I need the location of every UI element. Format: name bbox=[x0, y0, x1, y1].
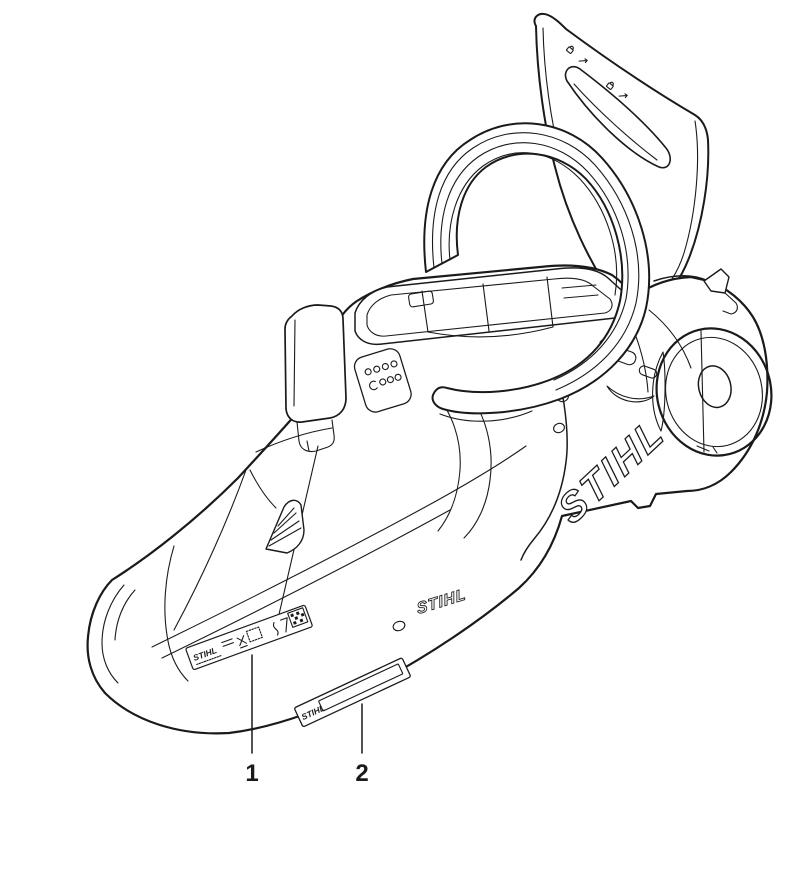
callout-2: 2 bbox=[355, 703, 369, 787]
callout-1: 1 bbox=[245, 654, 259, 787]
rear-handle bbox=[533, 12, 710, 306]
lock-icon bbox=[606, 81, 614, 90]
battery-compartment bbox=[354, 267, 634, 346]
check-button bbox=[369, 380, 378, 391]
weee-crossed-bin-icon bbox=[236, 635, 248, 649]
battery-latch-slot bbox=[408, 290, 434, 308]
rating-plate: STIHL bbox=[185, 604, 313, 670]
led-indicator bbox=[373, 365, 381, 373]
arrow-icon bbox=[618, 93, 628, 99]
information-label: STIHL bbox=[294, 657, 411, 727]
sprocket-cover bbox=[652, 327, 773, 457]
ce-mark-box bbox=[245, 626, 263, 643]
rear-handle-grip-slot bbox=[564, 65, 671, 169]
arrow-icon bbox=[578, 58, 588, 64]
front-handle-loop bbox=[423, 122, 650, 422]
led-indicator bbox=[364, 368, 372, 376]
led-indicator bbox=[381, 362, 389, 371]
callout-number-2: 2 bbox=[355, 760, 368, 787]
unlock-icon bbox=[566, 45, 574, 54]
qr-code bbox=[287, 607, 309, 628]
tensioner-hub bbox=[697, 365, 732, 409]
callout-number-1: 1 bbox=[245, 760, 258, 787]
rear-hand-guard-tip bbox=[703, 268, 730, 294]
front-hand-guard bbox=[284, 304, 347, 453]
led-indicator bbox=[390, 360, 398, 368]
chainsaw-body: STIHL STIHL bbox=[86, 264, 773, 735]
battery-level-panel bbox=[353, 348, 412, 413]
ribbed-grip bbox=[265, 499, 305, 554]
